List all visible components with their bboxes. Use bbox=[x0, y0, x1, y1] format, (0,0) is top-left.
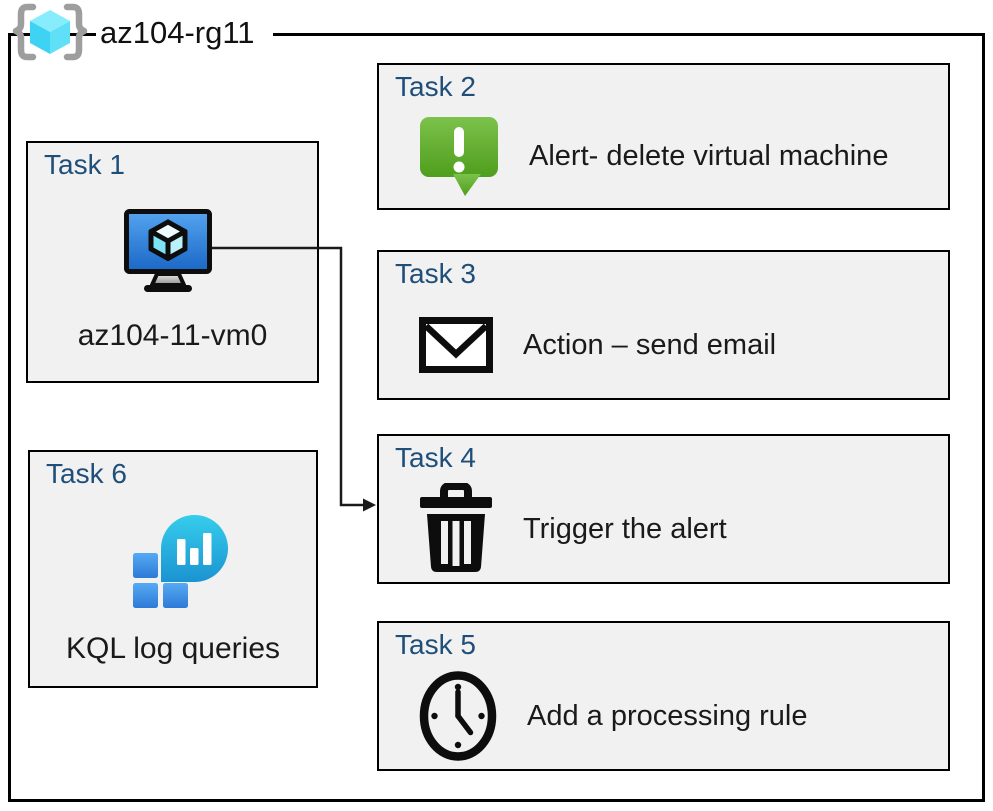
task2-title: Task 2 bbox=[395, 71, 476, 102]
trash-icon bbox=[420, 483, 492, 572]
kql-log-queries-icon bbox=[133, 515, 228, 608]
virtual-machine-icon bbox=[124, 209, 212, 292]
task6-label: KQL log queries bbox=[65, 632, 280, 665]
alert-icon bbox=[420, 116, 498, 196]
task3-title: Task 3 bbox=[395, 258, 476, 289]
task4-label: Trigger the alert bbox=[523, 512, 727, 545]
task5-box: Task 5 Add a processing rule bbox=[377, 621, 950, 771]
clock-icon bbox=[419, 671, 497, 761]
task3-box: Task 3 Action – send email bbox=[377, 250, 950, 400]
task1-title: Task 1 bbox=[44, 149, 125, 180]
task1-label: az104-11-vm0 bbox=[77, 319, 268, 352]
email-icon bbox=[419, 317, 493, 373]
task6-title: Task 6 bbox=[46, 458, 127, 489]
task3-label: Action – send email bbox=[523, 328, 777, 361]
task4-box: Task 4 Trigger the alert bbox=[377, 434, 950, 584]
task4-title: Task 4 bbox=[395, 442, 476, 473]
resource-group-boundary bbox=[8, 33, 985, 802]
task2-box: Task 2 Alert- delete virtual machine bbox=[377, 63, 950, 210]
task2-label: Alert- delete virtual machine bbox=[529, 140, 889, 172]
resource-group-icon bbox=[12, 3, 88, 61]
resource-group-title: az104-rg11 bbox=[96, 13, 273, 53]
task5-title: Task 5 bbox=[395, 629, 476, 660]
task5-label: Add a processing rule bbox=[527, 699, 808, 732]
